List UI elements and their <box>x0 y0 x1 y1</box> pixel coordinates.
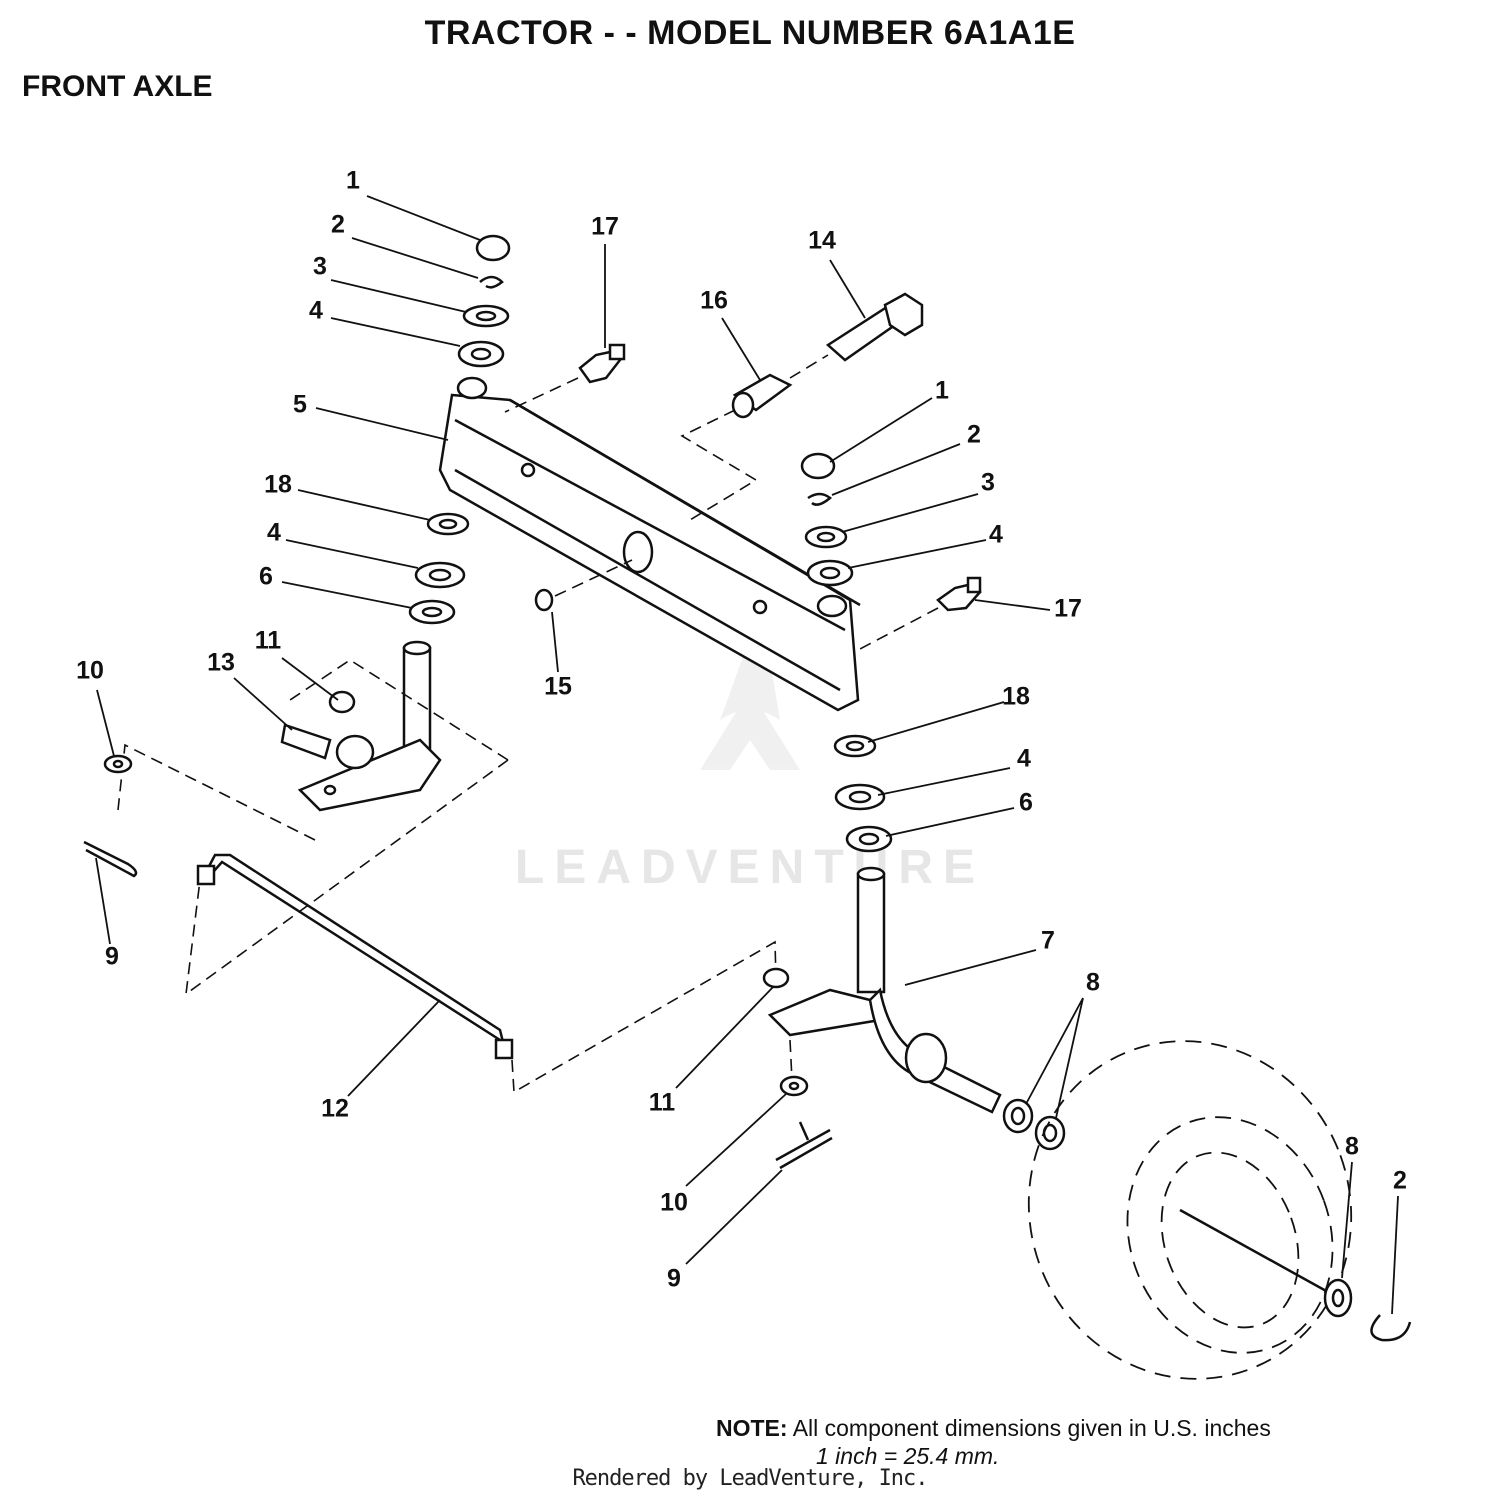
section-title: FRONT AXLE <box>22 70 213 103</box>
callout-9: 9 <box>667 1265 681 1293</box>
callout-7: 7 <box>1041 927 1055 955</box>
callout-10: 10 <box>660 1189 688 1217</box>
callout-6: 6 <box>259 563 273 591</box>
callout-2: 2 <box>967 421 981 449</box>
callout-1: 1 <box>346 167 360 195</box>
note-label: NOTE: <box>716 1415 788 1441</box>
callout-18: 18 <box>1002 683 1030 711</box>
callout-4: 4 <box>267 519 281 547</box>
callout-2: 2 <box>331 211 345 239</box>
callout-18: 18 <box>264 471 292 499</box>
axle-beam <box>438 376 861 712</box>
callout-16: 16 <box>700 287 728 315</box>
callout-12: 12 <box>321 1095 349 1123</box>
leader-lines <box>95 195 1399 1315</box>
diagram-title: TRACTOR - - MODEL NUMBER 6A1A1E <box>424 14 1076 52</box>
left-spindle <box>117 640 509 996</box>
callout-9: 9 <box>105 943 119 971</box>
callout-15: 15 <box>544 673 572 701</box>
left-cotter-pin <box>83 754 138 878</box>
callout-11: 11 <box>649 1089 676 1117</box>
note-line-1: All component dimensions given in U.S. i… <box>792 1415 1271 1441</box>
callout-2: 2 <box>1393 1167 1407 1195</box>
callout-14: 14 <box>808 227 836 255</box>
right-spindle-hardware <box>800 452 982 853</box>
front-tire <box>1027 1040 1412 1380</box>
callout-1: 1 <box>935 377 949 405</box>
callout-5: 5 <box>293 391 307 419</box>
pivot-hardware <box>504 292 924 612</box>
callout-13: 13 <box>207 649 235 677</box>
right-spindle <box>762 866 1066 1170</box>
left-spindle-hardware <box>408 234 511 625</box>
callout-8: 8 <box>1345 1133 1359 1161</box>
callout-11: 11 <box>255 627 282 655</box>
render-credit: Rendered by LeadVenture, Inc. <box>572 1466 928 1491</box>
callout-10: 10 <box>76 657 104 685</box>
callout-4: 4 <box>309 297 323 325</box>
note-line-2: 1 inch = 25.4 mm. <box>816 1443 1000 1469</box>
callouts: 1 2 3 4 5 18 4 6 17 16 14 1 2 3 4 17 15 … <box>76 167 1407 1293</box>
callout-4: 4 <box>1017 745 1031 773</box>
callout-17: 17 <box>591 213 619 241</box>
callout-6: 6 <box>1019 789 1033 817</box>
callout-3: 3 <box>981 469 995 497</box>
callout-4: 4 <box>989 521 1003 549</box>
drag-link <box>196 853 777 1094</box>
dimension-note: NOTE: All component dimensions given in … <box>716 1414 1271 1469</box>
watermark: LEADVENTURE <box>514 841 986 894</box>
callout-17: 17 <box>1054 595 1082 623</box>
callout-8: 8 <box>1086 969 1100 997</box>
callout-3: 3 <box>313 253 327 281</box>
